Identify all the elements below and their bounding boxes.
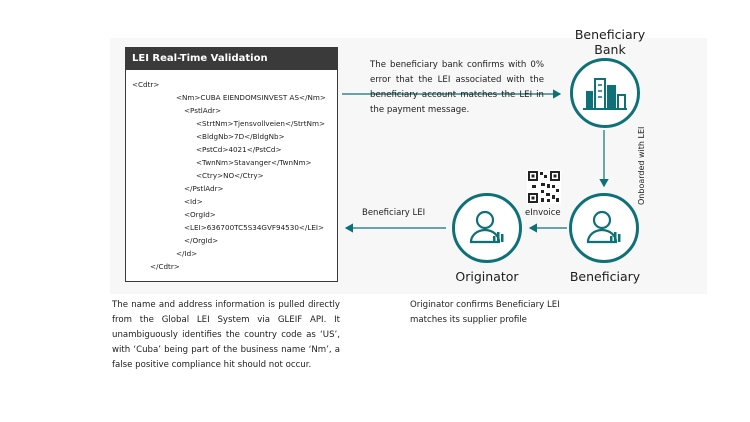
beneficiary-title: Beneficiary: [569, 269, 641, 284]
xml-line: <BldgNb>7D</BldgNb>: [196, 132, 285, 141]
xml-line: <Cdtr>: [132, 80, 160, 89]
xml-line: </Id>: [176, 249, 198, 258]
xml-line: </PstlAdr>: [184, 184, 224, 193]
originator-node: [452, 193, 522, 263]
xml-line: <Nm>CUBA EIENDOMSINVEST AS</Nm>: [176, 93, 326, 102]
xml-line: <StrtNm>Tjensvollveien</StrtNm>: [196, 119, 325, 128]
bank-node: [570, 58, 640, 128]
xml-line: </Cdtr>: [150, 262, 180, 271]
validation-box-title: LEI Real-Time Validation: [126, 48, 337, 70]
person-icon: [469, 210, 504, 244]
person-icon: [586, 210, 621, 244]
originator-title: Originator: [455, 269, 519, 284]
beneficiary-lei-label: Beneficiary LEI: [362, 208, 426, 218]
xml-line: <OrgId>: [184, 210, 216, 219]
bank-building-icon: [583, 78, 627, 110]
originator-confirmation-text: Originator confirms Beneficiary LEI matc…: [410, 300, 560, 325]
xml-line: <LEI>636700TC5S34GVF94530</LEI>: [184, 223, 325, 232]
xml-line: <Ctry>NO</Ctry>: [196, 171, 264, 180]
einvoice-label: eInvoice: [525, 208, 561, 218]
bank-title: Beneficiary Bank: [574, 27, 646, 57]
xml-line: <PstCd>4021</PstCd>: [196, 145, 282, 154]
qr-code-icon: [527, 170, 561, 204]
onboarded-label: Onboarded with LEI: [637, 126, 646, 205]
beneficiary-node: [569, 193, 639, 263]
lei-validation-box: LEI Real-Time Validation <Cdtr> <Nm>CUBA…: [125, 47, 338, 282]
xml-line: <TwnNm>Stavanger</TwnNm>: [196, 158, 312, 167]
gleif-explanation-text: The name and address information is pull…: [112, 300, 340, 370]
bank-confirmation-text: The beneficiary bank confirms with 0% er…: [370, 60, 544, 115]
xml-line: <PstlAdr>: [184, 106, 222, 115]
xml-line: <Id>: [184, 197, 203, 206]
xml-line: </OrgId>: [184, 236, 219, 245]
